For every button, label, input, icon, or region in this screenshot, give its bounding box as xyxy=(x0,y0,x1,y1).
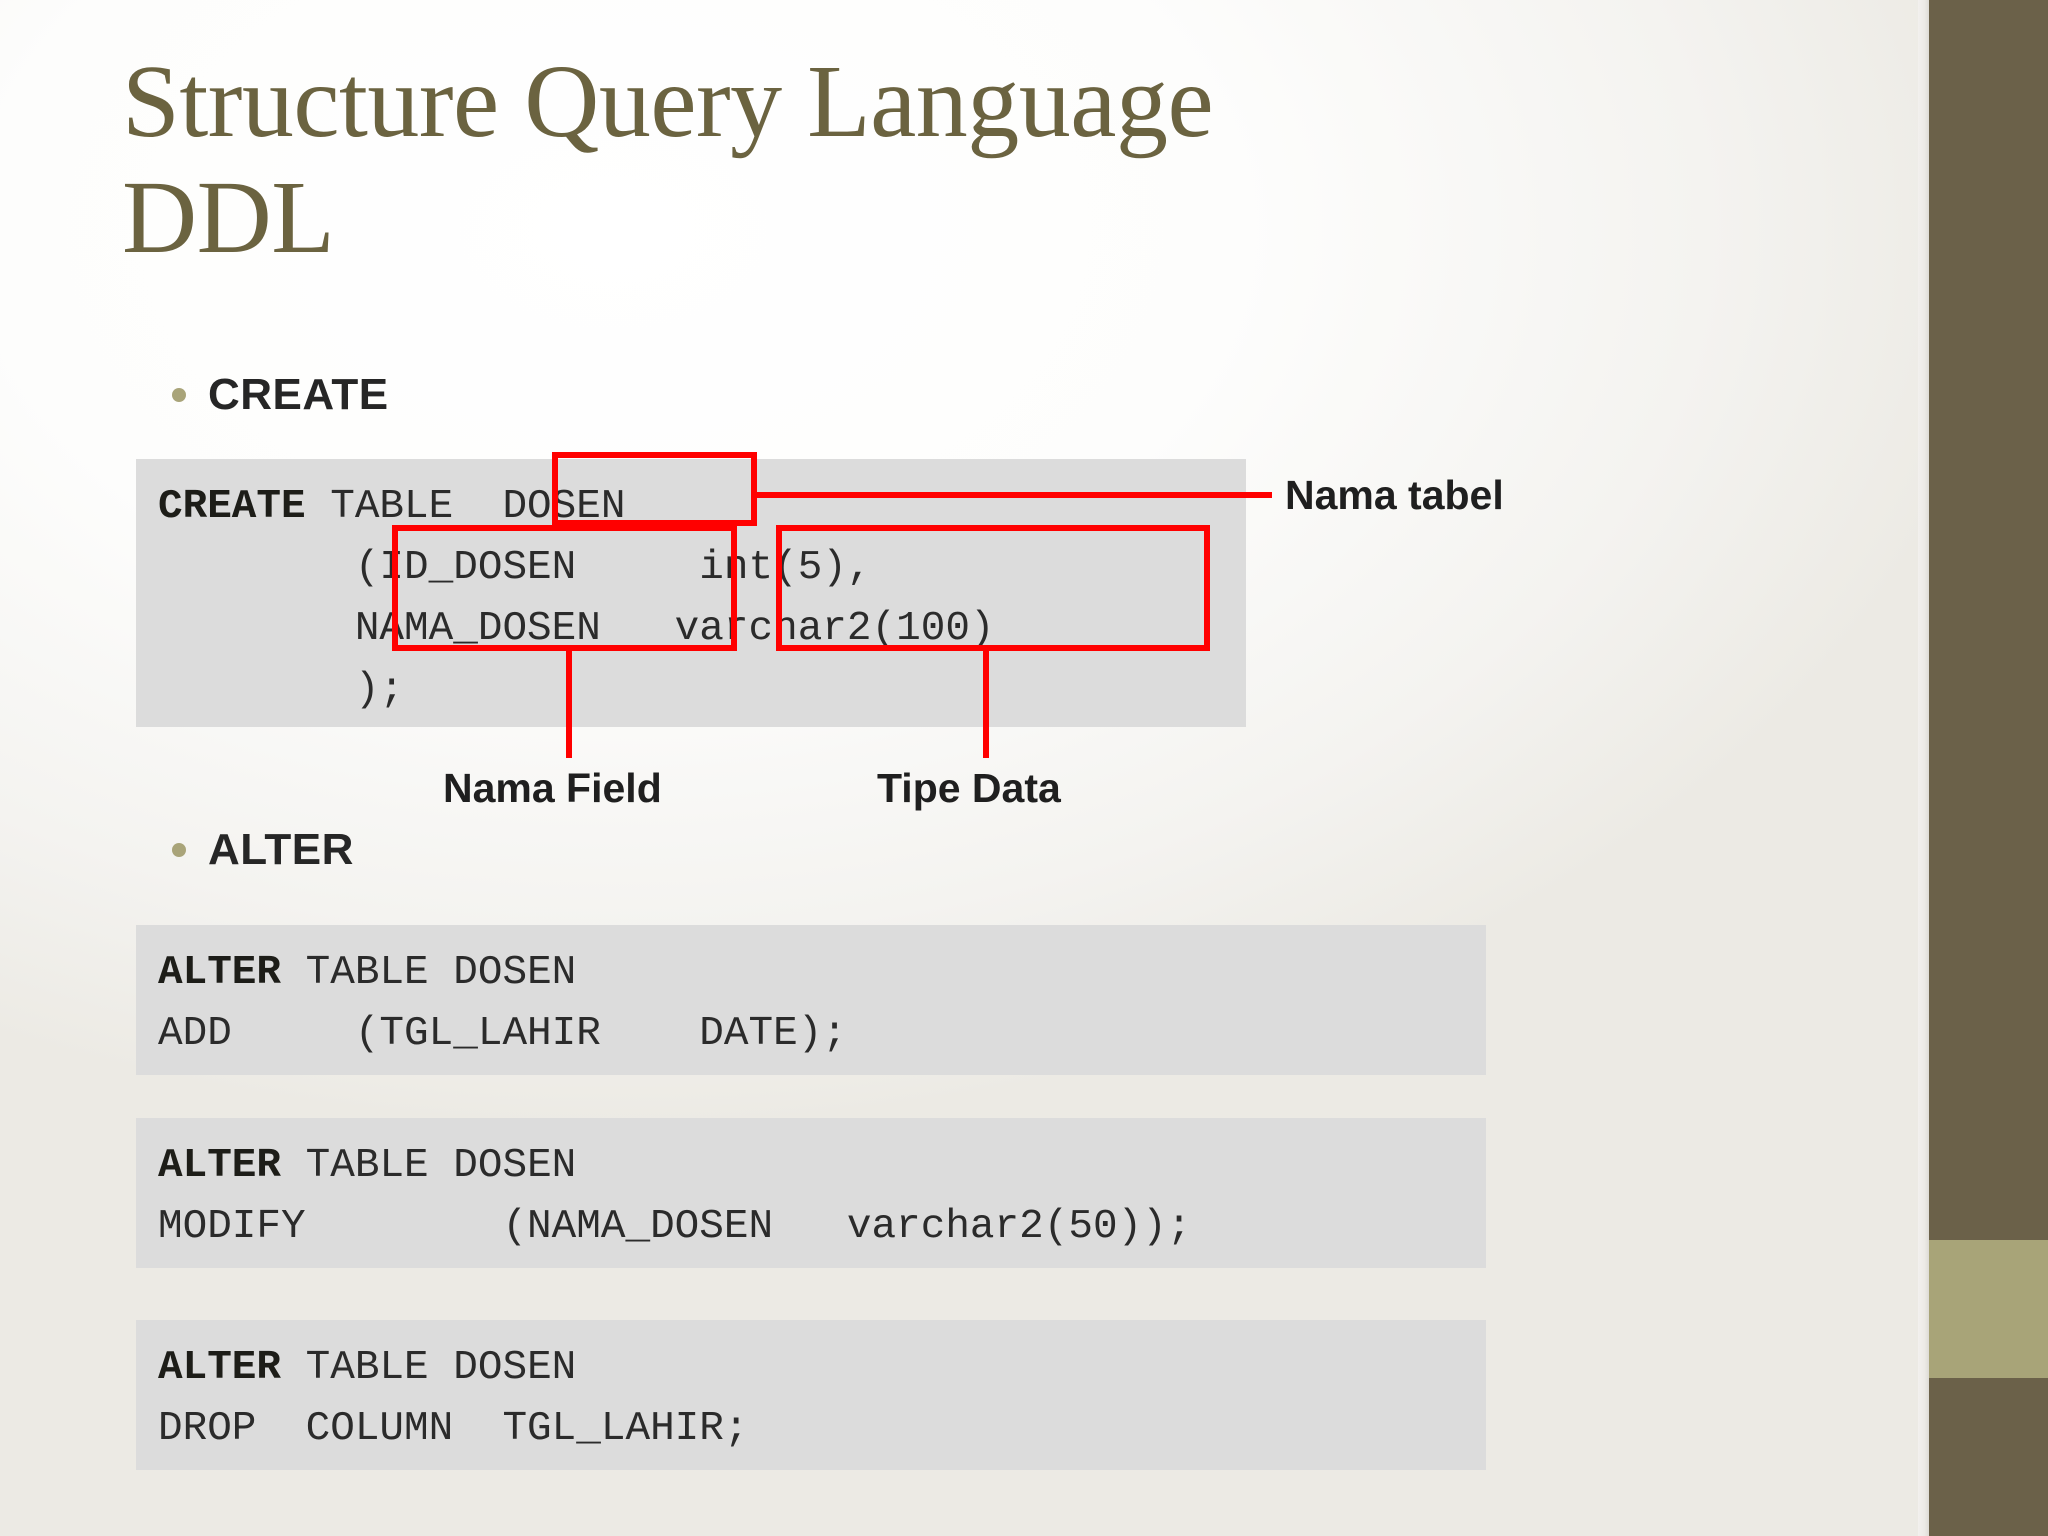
code-line-alter-1-second: ADD (TGL_LAHIR DATE); xyxy=(158,1011,847,1057)
code-body-create: TABLE DOSEN xyxy=(305,484,626,530)
bullet-label-alter: ALTER xyxy=(208,825,354,874)
code-block-alter-modify: ALTER TABLE DOSEN MODIFY (NAMA_DOSEN var… xyxy=(136,1118,1486,1268)
code-keyword-alter-3: ALTER xyxy=(158,1345,282,1391)
code-body-alter-2: TABLE DOSEN xyxy=(281,1143,577,1189)
annotation-label-table-name: Nama tabel xyxy=(1285,472,1504,518)
code-body-alter-3: TABLE DOSEN xyxy=(281,1345,577,1391)
bullet-item-create: CREATE xyxy=(172,370,389,420)
code-line-create-3: NAMA_DOSEN varchar2(100) xyxy=(158,606,995,652)
annotation-label-data-type: Tipe Data xyxy=(877,765,1061,811)
code-line-create-4: ); xyxy=(158,667,405,713)
annotation-leader-line-data-type xyxy=(983,648,989,758)
code-keyword-alter-1: ALTER xyxy=(158,950,282,996)
code-keyword-create: CREATE xyxy=(158,484,306,530)
bullet-label-create: CREATE xyxy=(208,370,389,419)
code-body-alter-1: TABLE DOSEN xyxy=(281,950,577,996)
slide-right-edge-gradient xyxy=(1918,0,1929,1536)
code-block-alter-drop: ALTER TABLE DOSEN DROP COLUMN TGL_LAHIR; xyxy=(136,1320,1486,1470)
code-line-alter-3-second: DROP COLUMN TGL_LAHIR; xyxy=(158,1406,749,1452)
page-title: Structure Query Language DDL xyxy=(122,44,1214,276)
annotation-leader-line-table-name xyxy=(752,492,1272,498)
code-keyword-alter-2: ALTER xyxy=(158,1143,282,1189)
bullet-item-alter: ALTER xyxy=(172,825,354,875)
annotation-leader-line-field-name xyxy=(566,648,572,758)
code-line-alter-2-second: MODIFY (NAMA_DOSEN varchar2(50)); xyxy=(158,1204,1192,1250)
slide-accent-bar-highlight xyxy=(1929,1240,2048,1378)
bullet-dot-icon xyxy=(172,843,186,857)
bullet-dot-icon xyxy=(172,388,186,402)
code-block-create: CREATE TABLE DOSEN (ID_DOSEN int(5), NAM… xyxy=(136,459,1246,727)
code-line-create-2: (ID_DOSEN int(5), xyxy=(158,545,872,591)
annotation-label-field-name: Nama Field xyxy=(443,765,662,811)
code-block-alter-add: ALTER TABLE DOSEN ADD (TGL_LAHIR DATE); xyxy=(136,925,1486,1075)
